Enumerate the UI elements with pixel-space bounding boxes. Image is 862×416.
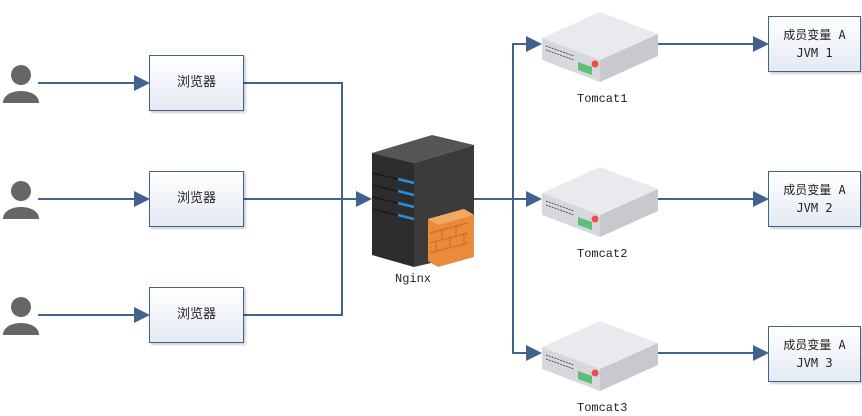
nginx-label: Nginx	[395, 272, 432, 286]
tomcat-label: Tomcat3	[577, 401, 628, 415]
user-icon	[3, 297, 39, 335]
jvm-variable-label: 成员变量 A	[783, 338, 846, 352]
jvm-name-label: JVM 1	[796, 46, 833, 60]
server-firewall-icon	[371, 135, 474, 267]
bus-to-tomcat3-arrow	[512, 199, 542, 361]
jvm-box-1: 成员变量 A JVM 1	[768, 16, 861, 72]
browser-box-3: 浏览器	[149, 287, 244, 343]
tomcat-label: Tomcat2	[577, 247, 628, 261]
browser3-to-nginx-line	[243, 199, 343, 316]
browser-label: 浏览器	[176, 191, 216, 206]
server-icon	[542, 167, 658, 237]
bus-to-tomcat1-arrow	[512, 36, 542, 199]
server-icon	[542, 321, 658, 391]
browser-box-2: 浏览器	[149, 171, 244, 227]
user-icon	[3, 65, 39, 103]
jvm-variable-label: 成员变量 A	[783, 183, 846, 197]
jvm-name-label: JVM 2	[796, 201, 833, 215]
jvm-name-label: JVM 3	[796, 356, 833, 370]
jvm-box-2: 成员变量 A JVM 2	[768, 171, 861, 227]
browser-box-1: 浏览器	[149, 55, 244, 111]
user-icon	[3, 181, 39, 219]
browser-label: 浏览器	[176, 75, 216, 90]
jvm-box-3: 成员变量 A JVM 3	[768, 326, 861, 382]
browser-label: 浏览器	[176, 307, 216, 322]
browser1-to-nginx-line	[243, 82, 343, 199]
tomcat-label: Tomcat1	[577, 92, 628, 106]
server-icon	[542, 12, 658, 82]
jvm-variable-label: 成员变量 A	[783, 28, 846, 42]
